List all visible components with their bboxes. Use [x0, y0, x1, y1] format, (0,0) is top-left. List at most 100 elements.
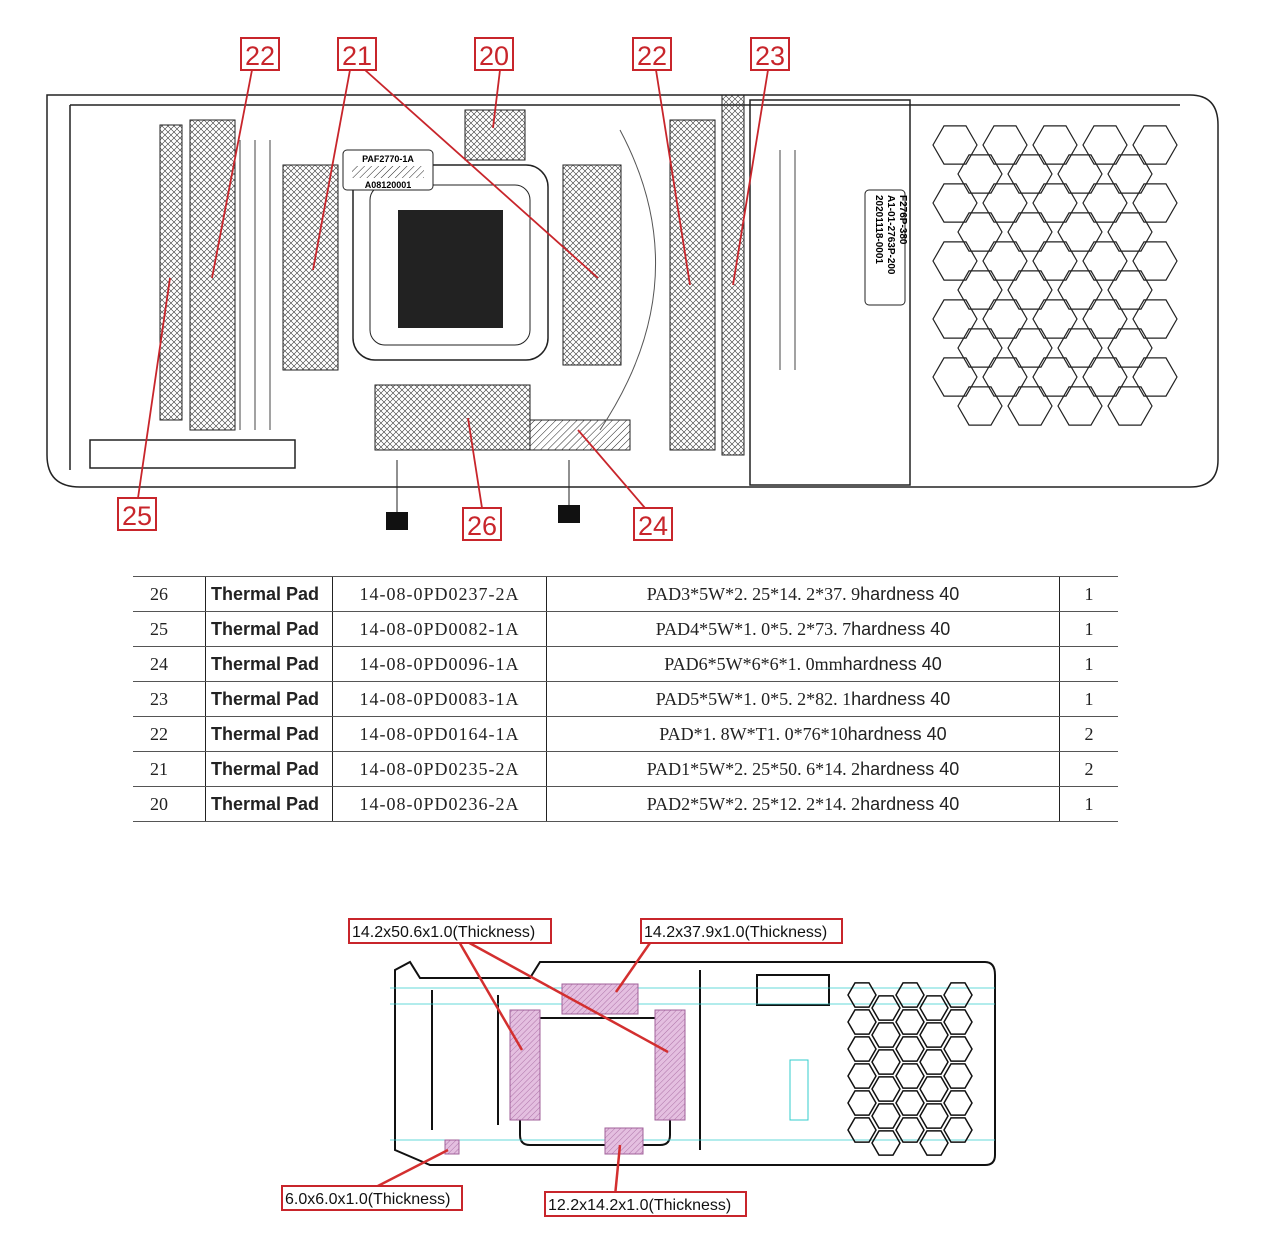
hex-vent: [1082, 183, 1128, 223]
hex-vent: [957, 270, 1003, 310]
item-number: 26: [133, 576, 206, 612]
quantity: 1: [1059, 786, 1118, 822]
hardness-text: hardness 40: [860, 758, 960, 779]
hex-grille-bottom: [847, 982, 973, 1156]
hex-vent: [982, 241, 1028, 281]
part-number: 14-08-0PD0083-1A: [332, 681, 547, 717]
hex-vent: [1107, 270, 1153, 310]
hex-vent: [919, 1049, 949, 1075]
item-name: Thermal Pad: [205, 646, 333, 682]
hex-vent: [1132, 299, 1178, 339]
hex-vent: [1107, 328, 1153, 368]
quantity: 1: [1059, 646, 1118, 682]
hex-vent: [1132, 125, 1178, 165]
hex-vent: [895, 1117, 925, 1143]
spec-text: PAD*1. 8W*T1. 0*76*10: [659, 723, 848, 744]
spec-text: PAD4*5W*1. 0*5. 2*73. 7: [655, 618, 852, 639]
callout-23: 23: [755, 41, 785, 71]
label-pad-37-9: 14.2x37.9x1.0(Thickness): [644, 924, 827, 941]
hex-vent: [1107, 154, 1153, 194]
hex-vent: [957, 212, 1003, 252]
hex-vent: [871, 1130, 901, 1156]
table-row: 21 Thermal Pad 14-08-0PD0235-2A PAD1*5W*…: [133, 751, 1118, 787]
chip-label-line2: A08120001: [365, 180, 412, 190]
table-row: 26 Thermal Pad 14-08-0PD0237-2A PAD3*5W*…: [133, 576, 1118, 612]
hex-vent: [871, 1022, 901, 1048]
label-pad-12-2: 12.2x14.2x1.0(Thickness): [548, 1197, 731, 1214]
hardness-text: hardness 40: [860, 793, 960, 814]
hex-vent: [847, 1009, 877, 1035]
callout-22-left: 22: [245, 41, 275, 71]
part-number: 14-08-0PD0237-2A: [332, 576, 547, 612]
hex-vent: [943, 1063, 973, 1089]
hex-vent: [919, 995, 949, 1021]
item-spec: PAD1*5W*2. 25*50. 6*14. 2hardness 40: [546, 751, 1060, 787]
hex-vent: [895, 1090, 925, 1116]
hex-vent: [943, 1009, 973, 1035]
hex-vent: [871, 1049, 901, 1075]
spec-text: PAD6*5W*6*6*1. 0mm: [664, 653, 843, 674]
hex-vent: [1107, 386, 1153, 426]
quantity: 2: [1059, 751, 1118, 787]
hex-grille: [932, 125, 1178, 426]
quantity: 2: [1059, 716, 1118, 752]
item-spec: PAD4*5W*1. 0*5. 2*73. 7hardness 40: [546, 611, 1060, 647]
item-spec: PAD6*5W*6*6*1. 0mmhardness 40: [546, 646, 1060, 682]
hex-vent: [1132, 183, 1178, 223]
hex-vent: [1032, 299, 1078, 339]
hex-vent: [895, 1009, 925, 1035]
item-name: Thermal Pad: [205, 576, 333, 612]
hex-vent: [1082, 357, 1128, 397]
hex-vent: [943, 982, 973, 1008]
item-spec: PAD5*5W*1. 0*5. 2*82. 1hardness 40: [546, 681, 1060, 717]
item-name: Thermal Pad: [205, 786, 333, 822]
quantity: 1: [1059, 611, 1118, 647]
thermal-pads: [159, 94, 745, 456]
id-label: [789, 1059, 809, 1121]
callout-21: 21: [342, 41, 372, 71]
pad-24: [529, 419, 631, 451]
spec-text: PAD5*5W*1. 0*5. 2*82. 1: [655, 688, 852, 709]
hex-vent: [932, 299, 978, 339]
connector-left: [386, 512, 408, 530]
hardness-text: hardness 40: [851, 618, 951, 639]
hex-vent: [957, 386, 1003, 426]
quantity: 1: [1059, 681, 1118, 717]
hex-vent: [1007, 212, 1053, 252]
hex-vent: [919, 1076, 949, 1102]
hardness-text: hardness 40: [860, 583, 960, 604]
hex-vent: [1007, 328, 1053, 368]
side-label: [864, 189, 906, 306]
label-leaders: [369, 938, 669, 1197]
hex-vent: [932, 183, 978, 223]
cyan-guides: [390, 987, 995, 1141]
hex-vent: [1007, 270, 1053, 310]
hex-vent: [982, 357, 1028, 397]
callout-25: 25: [122, 501, 152, 531]
hex-vent: [1082, 125, 1128, 165]
hex-vent: [895, 1036, 925, 1062]
part-number: 14-08-0PD0082-1A: [332, 611, 547, 647]
callout-20: 20: [479, 41, 509, 71]
hex-vent: [957, 154, 1003, 194]
label-pad-50-6: 14.2x50.6x1.0(Thickness): [352, 924, 535, 941]
chip-label-line1: PAF2770-1A: [362, 154, 414, 164]
callout-24: 24: [638, 511, 668, 541]
hardness-text: hardness 40: [847, 723, 947, 744]
hex-vent: [871, 995, 901, 1021]
hex-vent: [919, 1103, 949, 1129]
hex-vent: [895, 982, 925, 1008]
side-label-line2: A1-01-2763P-200: [885, 195, 896, 275]
table-row: 24 Thermal Pad 14-08-0PD0096-1A PAD6*5W*…: [133, 646, 1118, 682]
side-label-line1: F276P-380: [897, 195, 908, 245]
hex-vent: [943, 1036, 973, 1062]
hex-vent: [1082, 299, 1128, 339]
hex-vent: [982, 183, 1028, 223]
hex-vent: [982, 125, 1028, 165]
hex-vent: [1132, 241, 1178, 281]
hex-vent: [1057, 270, 1103, 310]
item-number: 22: [133, 716, 206, 752]
pad-26: [374, 384, 531, 451]
hex-vent: [871, 1076, 901, 1102]
part-number: 14-08-0PD0236-2A: [332, 786, 547, 822]
